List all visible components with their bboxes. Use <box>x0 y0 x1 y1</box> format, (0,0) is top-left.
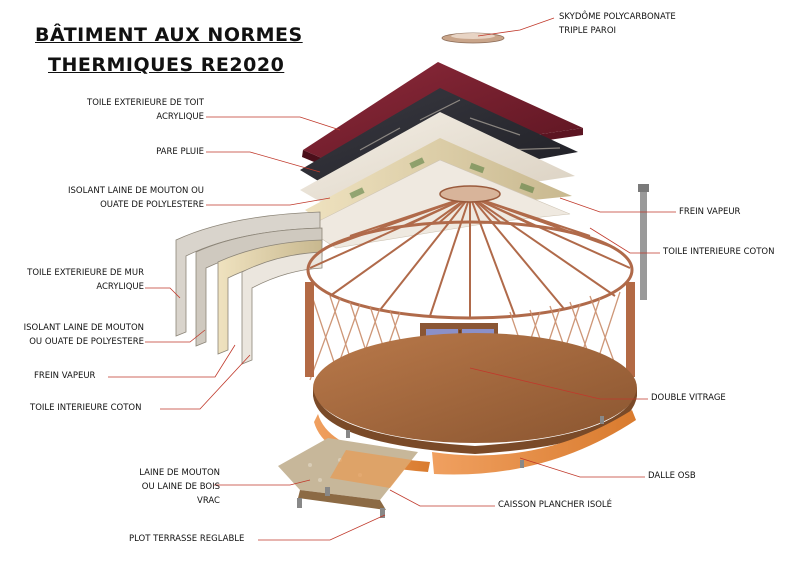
label-toile-mur-2: ACRYLIQUE <box>96 282 144 292</box>
label-toile-toit-2: ACRYLIQUE <box>156 112 204 122</box>
label-skydome-2: TRIPLE PAROI <box>559 26 617 36</box>
diagram-title-line1: BÂTIMENT AUX NORMES <box>35 24 303 46</box>
label-toile-toit-1: TOILE EXTERIEURE DE TOIT <box>87 98 204 108</box>
label-frein-vapeur-mur: FREIN VAPEUR <box>34 371 96 381</box>
label-double-vitrage: DOUBLE VITRAGE <box>651 393 726 403</box>
label-toile-int-toit: TOILE INTERIEURE COTON <box>663 247 775 257</box>
leader-lines <box>108 17 676 541</box>
label-dalle-osb: DALLE OSB <box>648 471 696 481</box>
label-caisson: CAISSON PLANCHER ISOLÉ <box>498 500 613 510</box>
wall-layers <box>175 211 323 365</box>
label-isolant-toit-2: OUATE DE POLYLESTERE <box>100 200 204 210</box>
adjustable-pedestals <box>297 416 604 518</box>
label-laine-vrac-1: LAINE DE MOUTON <box>139 468 220 478</box>
yurt-floor <box>313 333 637 454</box>
floor-box <box>278 438 418 510</box>
label-pare-pluie: PARE PLUIE <box>156 147 204 157</box>
label-isolant-toit-1: ISOLANT LAINE DE MOUTON OU <box>68 186 204 196</box>
label-toile-int-mur: TOILE INTERIEURE COTON <box>30 403 142 413</box>
label-laine-vrac-3: VRAC <box>197 496 220 506</box>
label-skydome-1: SKYDÔME POLYCARBONATE <box>559 12 676 22</box>
label-isolant-mur-1: ISOLANT LAINE DE MOUTON <box>23 323 144 333</box>
label-frein-vapeur-toit: FREIN VAPEUR <box>679 207 741 217</box>
label-laine-vrac-2: OU LAINE DE BOIS <box>141 482 220 492</box>
label-isolant-mur-2: OU OUATE DE POLYESTERE <box>29 337 144 347</box>
diagram-title-line2: THERMIQUES RE2020 <box>48 54 285 76</box>
skydome-part <box>441 32 505 44</box>
label-toile-mur-1: TOILE EXTERIEURE DE MUR <box>27 268 144 278</box>
label-plot: PLOT TERRASSE REGLABLE <box>129 534 245 544</box>
